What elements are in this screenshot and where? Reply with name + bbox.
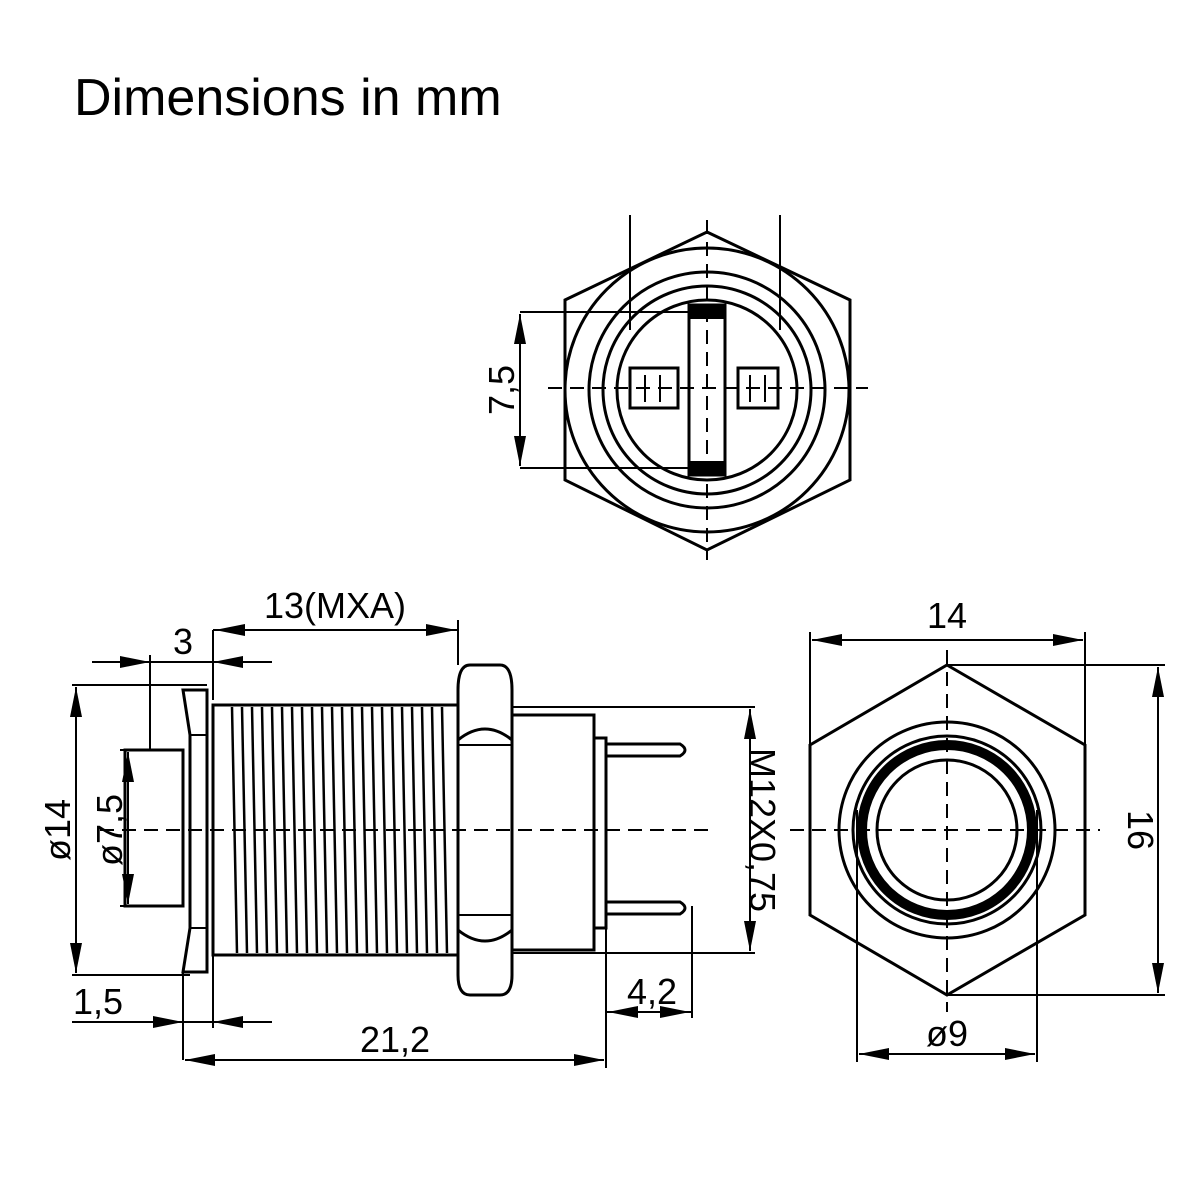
top-left-terminal bbox=[628, 366, 680, 410]
hex-nut-side bbox=[456, 663, 514, 997]
front-button-diameter-label: ø9 bbox=[926, 1013, 968, 1054]
top-hex-nut bbox=[563, 230, 852, 552]
head-diameter-label: ø14 bbox=[37, 799, 78, 861]
nut-width-label: 14 bbox=[927, 595, 967, 636]
bezel-thickness-label: 1,5 bbox=[73, 981, 123, 1022]
lower-terminal-pin bbox=[606, 900, 687, 916]
terminal-spacing-label: 7,5 bbox=[481, 365, 522, 415]
rear-housing bbox=[510, 713, 596, 952]
push-button bbox=[123, 748, 185, 908]
button-diameter-label: ø7,5 bbox=[89, 794, 130, 866]
rear-cap bbox=[592, 736, 608, 930]
thread-line bbox=[270, 706, 279, 954]
thread-line bbox=[380, 706, 389, 954]
terminal-length-label: 4,2 bbox=[627, 971, 677, 1012]
thread-line bbox=[420, 706, 429, 954]
thread-length-label: 13(MXA) bbox=[264, 585, 406, 626]
nut-height-label: 16 bbox=[1120, 810, 1161, 850]
thread-line bbox=[310, 706, 319, 954]
thread-line bbox=[330, 706, 339, 954]
thread-line bbox=[290, 706, 299, 954]
bezel-depth-label: 3 bbox=[173, 621, 193, 662]
page-title: Dimensions in mm bbox=[74, 69, 502, 127]
front-view: 14 16 ø9 bbox=[790, 595, 1165, 1062]
upper-terminal-pin bbox=[606, 742, 687, 758]
thread-spec-label: M12X0,75 bbox=[742, 748, 783, 912]
top-view: 7,5 bbox=[481, 215, 868, 560]
thread-line bbox=[440, 706, 449, 954]
side-view: 13(MXA) 3 ø14 ø7,5 1,5 21,2 bbox=[37, 585, 783, 1068]
thread-line bbox=[400, 706, 409, 954]
overall-length-label: 21,2 bbox=[360, 1019, 430, 1060]
